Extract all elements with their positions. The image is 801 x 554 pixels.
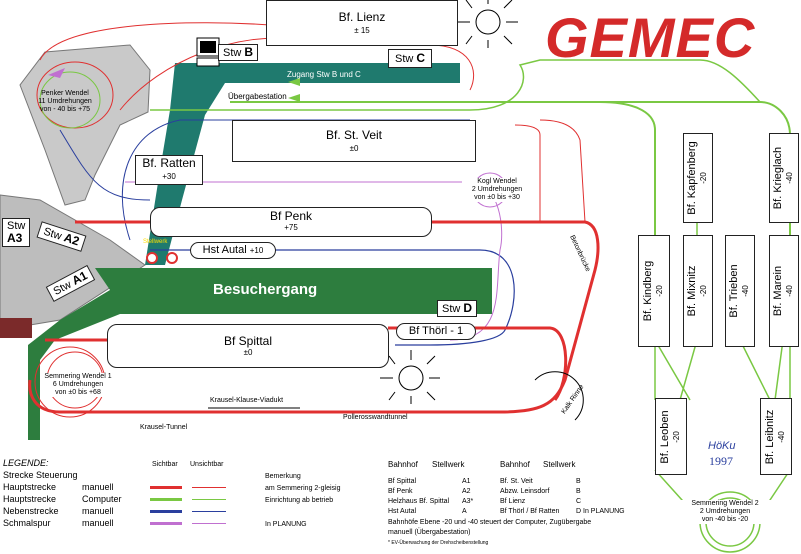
table-cell: A2 [462,488,471,495]
stellwerk-small-label: Stellwerk [143,239,168,245]
lamp-icon [455,0,518,48]
legend-line-invisible [192,499,226,500]
krausel-viadukt-label: Krausel-Klause-Viadukt [210,397,284,404]
table-cell: Bf Penk [388,488,413,495]
table-cell: Abzw. Leinsdorf [500,488,550,495]
penker-wendel-area [19,44,151,206]
polleros-label: Pollerosswandtunnel [343,414,408,421]
station-ratten: Bf. Ratten +30 [135,155,203,185]
legend-steuerung: Computer [82,494,122,504]
legend-bemerkung: am Semmering 2-gleisig [265,485,341,492]
station-marein: Bf. Marein-40 [769,235,799,347]
legend-line-invisible [192,523,226,524]
computer-icon [196,37,220,67]
legend-title: LEGENDE: [3,458,49,468]
legend-steuerung: manuell [82,506,114,516]
station-penk: Bf Penk +75 [150,207,432,237]
hangar-block [0,318,32,338]
station-lienz: Bf. Lienz ± 15 [266,0,458,46]
hoeku-label: HöKu [708,440,736,452]
legend-col-sichtbar: Sichtbar [152,461,178,468]
signal-icon [146,252,178,264]
legend-bemerkung: In PLANUNG [265,521,307,528]
legend-strecke: Hauptstrecke [3,494,57,504]
table-cell: D In PLANUNG [576,508,625,515]
station-spittal: Bf Spittal ±0 [107,324,389,368]
table-cell: A1 [462,478,471,485]
station-leoben: Bf. Leoben-20 [655,398,687,475]
legend-bemerkung: Einrichtung ab betrieb [265,497,334,504]
table-cell: A3* [462,498,474,505]
legend-strecke: Hauptstrecke [3,482,57,492]
station-krieglach: Bf. Krieglach-40 [769,133,799,223]
besuchergang-area [28,268,492,440]
station-thoerl: Bf Thörl - 1 [396,323,476,340]
station-kapfenberg: Bf. Kapfenberg-20 [683,133,713,223]
table-head-1: Bahnhof [388,460,418,469]
table-cell: B [576,478,581,485]
legend-line-visible [150,522,182,525]
legend-steuerung: manuell [82,518,114,528]
year-label: 1997 [709,454,733,468]
table-head-4: Stellwerk [543,460,576,469]
table-cell: A [462,508,467,515]
legend-col-bemerkung: Bemerkung [265,473,301,480]
stellwerk-c: Stw C [388,49,433,68]
legend-col-unsichtbar: Unsichtbar [190,461,224,468]
table-note-1: Bahnhöfe Ebene -20 und -40 steuert der C… [388,519,592,526]
table-head-3: Bahnhof [500,460,530,469]
station-leibnitz: Bf. Leibnitz-40 [760,398,792,475]
stellwerk-b: Stw B [218,44,259,61]
station-kindberg: Bf. Kindberg-20 [638,235,670,347]
table-note-3: * EV-Überwachung der Drehscheibenstellun… [388,540,489,546]
table-head-2: Stellwerk [432,460,465,469]
station-trieben: Bf. Trieben-40 [725,235,755,347]
table-cell: Helzhaus Bf. Spittal [388,498,450,505]
table-cell: Bf Thörl / Bf Ratten [500,508,560,515]
besuchergang-label: Besuchergang [213,281,318,298]
table-cell: C [576,498,582,505]
table-note-2: manuell (Übergabestation) [388,529,471,536]
legend-strecke: Schmalspur [3,518,51,528]
legend-line-invisible [192,511,226,512]
zugang-corridor [145,63,460,265]
legend-line-visible [150,498,182,501]
legend-header: Strecke Steuerung [3,470,78,480]
legend-line-invisible [192,487,226,488]
gemec-logo: GEMEC [545,6,756,69]
station-mixnitz: Bf. Mixnitz-20 [683,235,713,347]
legend-strecke: Nebenstrecke [3,506,59,516]
uebergabe-label: Übergabestation [228,92,287,101]
table-cell: Bf Spittal [388,478,417,485]
table-cell: B [576,488,581,495]
table-cell: Bf. St. Veit [500,478,533,485]
stellwerk-d: Stw D [437,300,478,317]
table-cell: Hst Autal [388,508,417,515]
legend-steuerung: manuell [82,482,114,492]
station-autal: Hst Autal +10 [190,242,276,259]
krausel-tunnel-label: Krausel-Tunnel [140,424,188,431]
lamp-icon [380,350,440,404]
legend-line-visible [150,510,182,513]
table-cell: Bf Lienz [500,498,526,505]
station-st-veit: Bf. St. Veit ±0 [232,120,476,162]
zugang-label: Zugang Stw B und C [287,70,361,79]
legend-line-visible [150,486,182,489]
